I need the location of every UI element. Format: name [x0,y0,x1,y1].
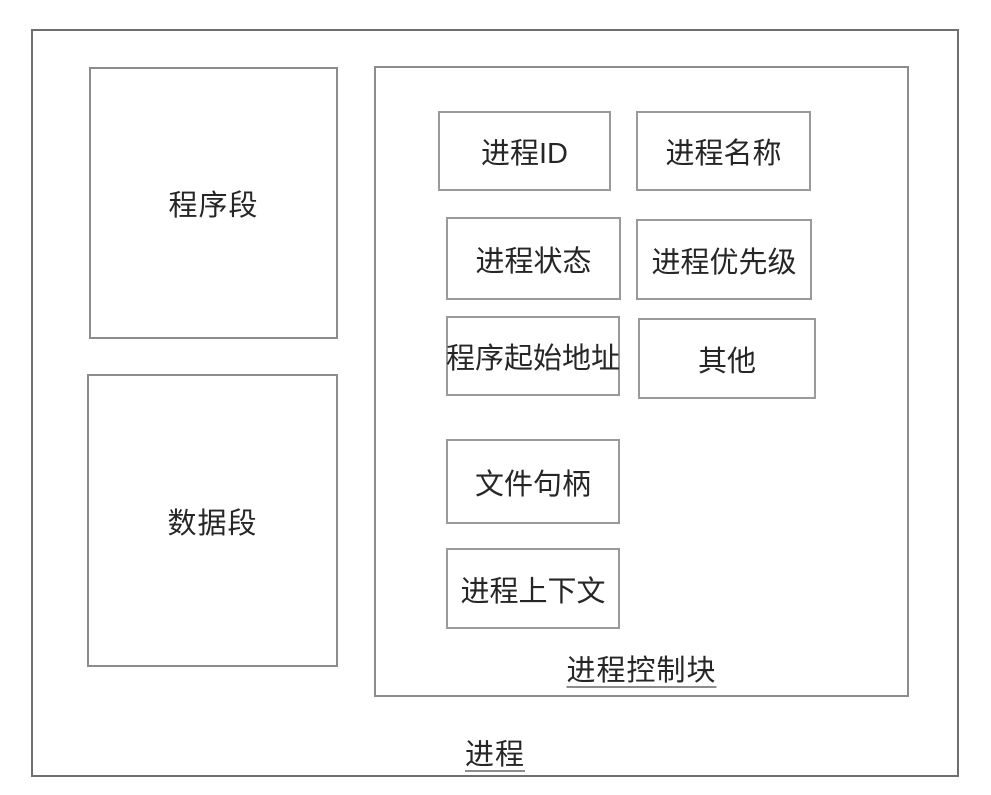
pcb-field-other: 其他 [638,318,816,399]
pcb-field-process-priority: 进程优先级 [636,219,812,300]
process-context-label: 进程上下文 [460,575,606,608]
pcb-field-process-name: 进程名称 [636,111,811,191]
process-priority-label: 进程优先级 [651,246,797,279]
process-title: 进程 [464,739,525,771]
data-segment-label: 数据段 [167,507,258,540]
program-segment-box: 程序段 [89,67,338,339]
process-id-label: 进程ID [480,138,568,170]
pcb-field-process-state: 进程状态 [446,217,621,300]
pcb-field-process-context: 进程上下文 [446,548,620,629]
pcb-title: 进程控制块 [566,655,717,687]
process-outer-box: 程序段 数据段 进程ID 进程名称 进程状态 进程优先级 程序起始地址 其他 [31,29,959,777]
pcb-field-program-start-address: 程序起始地址 [446,316,620,396]
other-label: 其他 [697,345,756,378]
process-name-label: 进程名称 [665,138,782,170]
pcb-field-process-id: 进程ID [438,111,611,191]
data-segment-box: 数据段 [87,374,338,667]
program-start-address-label: 程序起始地址 [446,343,621,375]
file-handle-label: 文件句柄 [474,468,591,501]
process-state-label: 进程状态 [475,245,592,278]
program-segment-label: 程序段 [168,190,259,222]
pcb-box: 进程ID 进程名称 进程状态 进程优先级 程序起始地址 其他 文件句柄 进程上 [374,66,909,697]
pcb-field-file-handle: 文件句柄 [446,439,620,524]
